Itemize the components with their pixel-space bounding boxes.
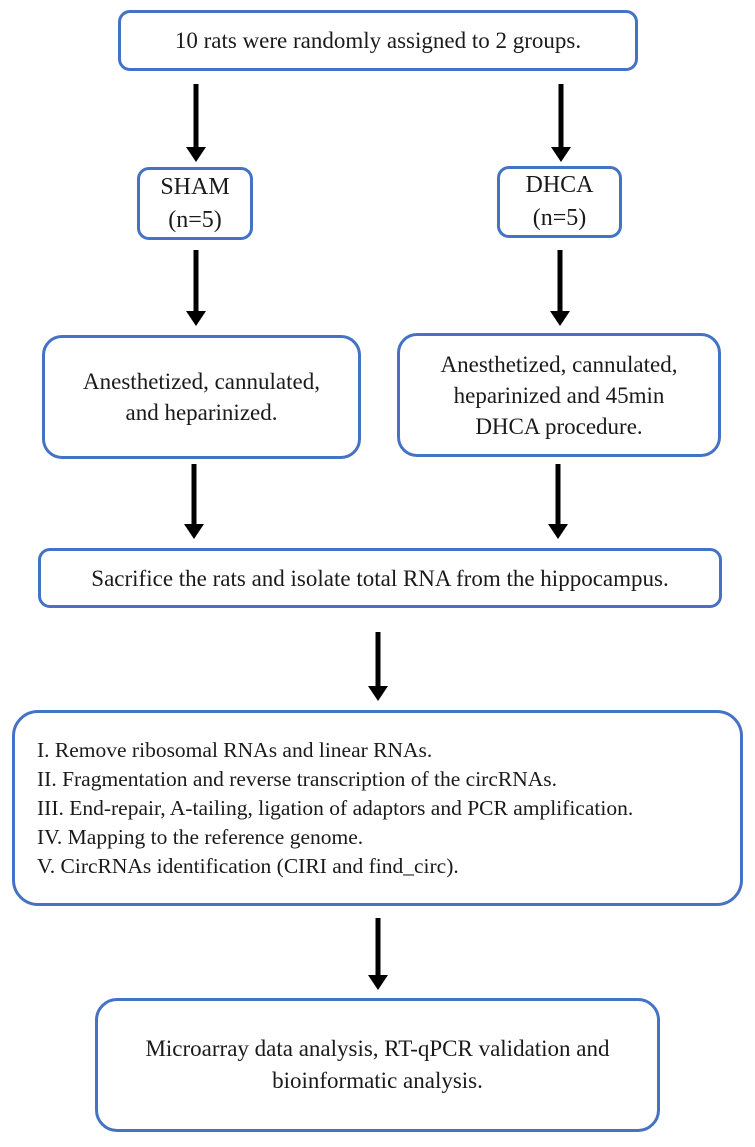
library-step-2: II. Fragmentation and reverse transcript… [37, 766, 558, 791]
arrowhead-down-icon [186, 311, 206, 326]
arrow-shaft [193, 250, 199, 313]
arrow-assignment-to-sham [186, 84, 206, 162]
node-dhca-group: DHCA (n=5) [497, 166, 622, 238]
arrow-sacrifice-to-steps [368, 632, 388, 701]
node-dhca-procedure-line2: heparinized and 45min [453, 382, 665, 408]
node-dhca-procedure-line3: DHCA procedure. [475, 413, 643, 439]
node-dhca-procedure: Anesthetized, cannulated, heparinized an… [397, 333, 721, 457]
arrow-shaft [375, 918, 381, 977]
arrow-sham-to-procedure [186, 250, 206, 326]
arrow-dhca-procedure-to-sacrifice [548, 464, 568, 539]
node-sacrifice-text: Sacrifice the rats and isolate total RNA… [91, 565, 669, 591]
node-sham-line1: SHAM [160, 173, 230, 200]
arrow-shaft [558, 84, 564, 149]
arrow-shaft [555, 464, 561, 526]
arrowhead-down-icon [368, 686, 388, 701]
node-sham-procedure-line2: and heparinized. [125, 400, 278, 425]
node-dhca-line2: (n=5) [532, 205, 587, 231]
arrow-dhca-to-procedure [550, 250, 570, 326]
arrow-shaft [193, 84, 199, 149]
arrowhead-down-icon [184, 524, 204, 539]
node-dhca-line1: DHCA [525, 172, 594, 198]
arrow-steps-to-analysis [368, 918, 388, 990]
node-sham-line2: (n=5) [168, 206, 222, 233]
node-analysis-line1: Microarray data analysis, RT-qPCR valida… [145, 1036, 610, 1061]
arrow-sham-procedure-to-sacrifice [184, 464, 204, 539]
arrowhead-down-icon [551, 147, 571, 162]
node-analysis-line2: bioinformatic analysis. [272, 1068, 483, 1093]
node-assignment: 10 rats were randomly assigned to 2 grou… [118, 10, 638, 71]
node-analysis: Microarray data analysis, RT-qPCR valida… [95, 998, 660, 1132]
arrow-shaft [375, 632, 381, 688]
arrow-shaft [557, 250, 563, 313]
node-sham-procedure: Anesthetized, cannulated, and heparinize… [42, 335, 361, 459]
arrow-assignment-to-dhca [551, 84, 571, 162]
node-dhca-procedure-line1: Anesthetized, cannulated, [440, 351, 678, 377]
library-step-3: III. End-repair, A-tailing, ligation of … [37, 795, 634, 820]
node-assignment-text: 10 rats were randomly assigned to 2 grou… [174, 28, 582, 53]
node-sacrifice: Sacrifice the rats and isolate total RNA… [38, 548, 722, 608]
arrowhead-down-icon [548, 524, 568, 539]
arrowhead-down-icon [368, 975, 388, 990]
arrowhead-down-icon [550, 311, 570, 326]
library-step-1: I. Remove ribosomal RNAs and linear RNAs… [37, 737, 433, 762]
arrowhead-down-icon [186, 147, 206, 162]
node-library-steps: I. Remove ribosomal RNAs and linear RNAs… [12, 710, 743, 906]
node-sham-procedure-line1: Anesthetized, cannulated, [83, 369, 320, 394]
library-step-4: IV. Mapping to the reference genome. [37, 824, 364, 849]
library-step-5: V. CircRNAs identification (CIRI and fin… [37, 853, 459, 878]
arrow-shaft [191, 464, 197, 526]
node-sham-group: SHAM (n=5) [137, 167, 253, 240]
